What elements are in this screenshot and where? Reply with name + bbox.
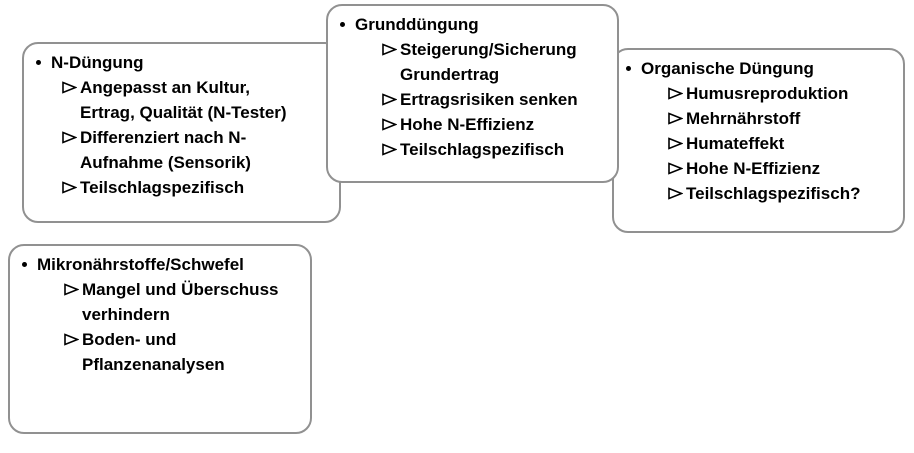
- arrowhead-bullet-icon: [64, 277, 79, 302]
- box-title: Organische Düngung: [641, 59, 814, 78]
- list-item-text: Steigerung/Sicherung Grundertrag: [400, 40, 577, 84]
- list-item-text: Angepasst an Kultur, Ertrag, Qualität (N…: [80, 78, 287, 122]
- list-item-text: Ertragsrisiken senken: [400, 90, 578, 109]
- box-title: N-Düngung: [51, 53, 144, 72]
- arrowhead-bullet-icon: [668, 181, 683, 206]
- bullet-dot-icon: [340, 22, 345, 27]
- list-item: Hohe N-Effizienz: [382, 112, 611, 137]
- box-n-duengung: N-Düngung Angepasst an Kultur, Ertrag, Q…: [22, 42, 341, 223]
- box-item-list: Steigerung/Sicherung Grundertrag Ertrags…: [328, 37, 611, 162]
- list-item: Humateffekt: [668, 131, 897, 156]
- list-item-text: Boden- und Pflanzenanalysen: [82, 330, 225, 374]
- box-title-row: Grunddüngung: [328, 12, 611, 37]
- box-title: Grunddüngung: [355, 15, 479, 34]
- bullet-dot-icon: [22, 262, 27, 267]
- list-item: Differenziert nach N- Aufnahme (Sensorik…: [62, 125, 333, 175]
- arrowhead-bullet-icon: [382, 137, 397, 162]
- list-item-text: Mehrnährstoff: [686, 109, 801, 128]
- list-item-text: Teilschlagspezifisch?: [686, 184, 861, 203]
- arrowhead-bullet-icon: [668, 156, 683, 181]
- list-item: Hohe N-Effizienz: [668, 156, 897, 181]
- list-item: Mehrnährstoff: [668, 106, 897, 131]
- arrowhead-bullet-icon: [668, 81, 683, 106]
- list-item-text: Teilschlagspezifisch: [400, 140, 565, 159]
- list-item: Boden- und Pflanzenanalysen: [64, 327, 304, 377]
- list-item-text: Humusreproduktion: [686, 84, 849, 103]
- arrowhead-bullet-icon: [64, 327, 79, 352]
- arrowhead-bullet-icon: [668, 106, 683, 131]
- list-item: Ertragsrisiken senken: [382, 87, 611, 112]
- bullet-dot-icon: [36, 60, 41, 65]
- arrowhead-bullet-icon: [62, 175, 77, 200]
- list-item: Angepasst an Kultur, Ertrag, Qualität (N…: [62, 75, 333, 125]
- box-item-list: Humusreproduktion Mehrnährstoff Humateff…: [614, 81, 897, 206]
- box-mikronaehrstoffe-schwefel: Mikronährstoffe/Schwefel Mangel und Über…: [8, 244, 312, 434]
- list-item: Teilschlagspezifisch: [62, 175, 333, 200]
- list-item-text: Differenziert nach N- Aufnahme (Sensorik…: [80, 128, 251, 172]
- list-item: Mangel und Überschuss verhindern: [64, 277, 304, 327]
- list-item-text: Hohe N-Effizienz: [686, 159, 821, 178]
- box-organische-duengung: Organische Düngung Humusreproduktion Meh…: [612, 48, 905, 233]
- list-item: Steigerung/Sicherung Grundertrag: [382, 37, 611, 87]
- list-item-text: Humateffekt: [686, 134, 785, 153]
- list-item-text: Teilschlagspezifisch: [80, 178, 245, 197]
- arrowhead-bullet-icon: [62, 125, 77, 150]
- box-item-list: Mangel und Überschuss verhindern Boden- …: [10, 277, 304, 377]
- arrowhead-bullet-icon: [382, 37, 397, 62]
- list-item: Humusreproduktion: [668, 81, 897, 106]
- bullet-dot-icon: [626, 66, 631, 71]
- list-item-text: Hohe N-Effizienz: [400, 115, 535, 134]
- box-title-row: Organische Düngung: [614, 56, 897, 81]
- box-item-list: Angepasst an Kultur, Ertrag, Qualität (N…: [24, 75, 333, 200]
- list-item: Teilschlagspezifisch: [382, 137, 611, 162]
- list-item-text: Mangel und Überschuss verhindern: [82, 280, 279, 324]
- arrowhead-bullet-icon: [382, 112, 397, 137]
- arrowhead-bullet-icon: [62, 75, 77, 100]
- list-item: Teilschlagspezifisch?: [668, 181, 897, 206]
- arrowhead-bullet-icon: [668, 131, 683, 156]
- box-grundduengung: Grunddüngung Steigerung/Sicherung Grunde…: [326, 4, 619, 183]
- box-title-row: Mikronährstoffe/Schwefel: [10, 252, 304, 277]
- box-title-row: N-Düngung: [24, 50, 333, 75]
- box-title: Mikronährstoffe/Schwefel: [37, 255, 244, 274]
- arrowhead-bullet-icon: [382, 87, 397, 112]
